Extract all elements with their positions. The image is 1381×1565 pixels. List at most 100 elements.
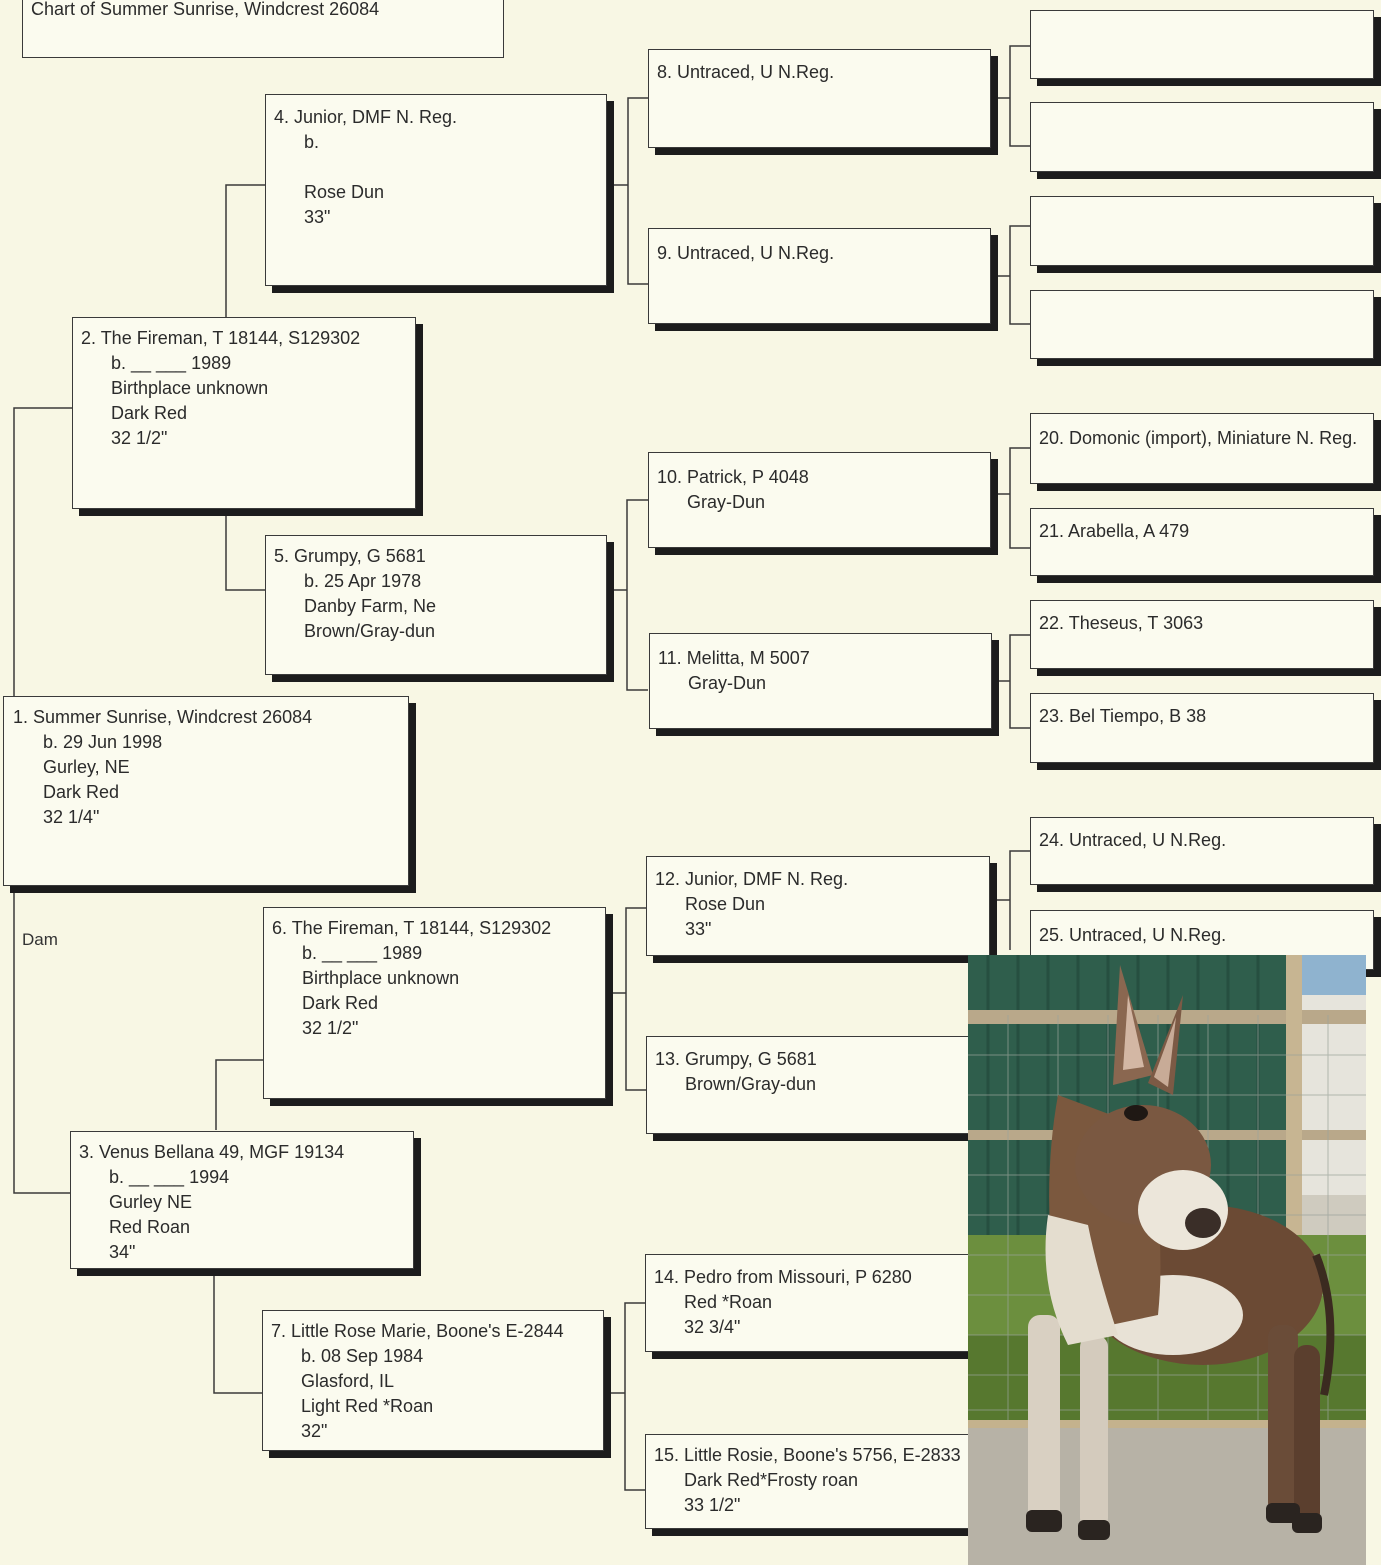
box-15-name: 15. Little Rosie, Boone's 5756, E-2833 — [654, 1445, 961, 1465]
box-4-height: 33" — [304, 207, 331, 227]
pedigree-box-16 — [1030, 10, 1374, 79]
box-2-place: Birthplace unknown — [111, 378, 269, 398]
pedigree-box-2: 2. The Fireman, T 18144, S129302 b. __ _… — [72, 317, 416, 509]
pedigree-box-23: 23. Bel Tiempo, B 38 — [1030, 693, 1374, 763]
box-5-color: Brown/Gray-dun — [304, 621, 436, 641]
box-3-height: 34" — [109, 1242, 136, 1262]
connector-2-4 — [225, 184, 265, 317]
box-8-name: 8. Untraced, U N.Reg. — [657, 62, 835, 82]
box-3-name: 3. Venus Bellana 49, MGF 19134 — [79, 1142, 345, 1162]
box-7-place: Glasford, IL — [301, 1371, 395, 1391]
box-2-name: 2. The Fireman, T 18144, S129302 — [81, 328, 361, 348]
box-14-name: 14. Pedro from Missouri, P 6280 — [654, 1267, 912, 1287]
dam-label: Dam — [22, 930, 58, 949]
connector-11-22-23 — [1009, 634, 1030, 729]
box-10-color: Gray-Dun — [687, 492, 766, 512]
box-11-name: 11. Melitta, M 5007 — [658, 648, 810, 668]
connector-1-2 — [13, 407, 72, 697]
box-1-name: 1. Summer Sunrise, Windcrest 26084 — [13, 707, 313, 727]
box-12-name: 12. Junior, DMF N. Reg. — [655, 869, 849, 889]
box-1-height: 32 1/4" — [43, 807, 100, 827]
pedigree-box-18 — [1030, 196, 1374, 266]
pedigree-box-5: 5. Grumpy, G 5681 b. 25 Apr 1978 Danby F… — [265, 535, 607, 675]
connector-8-16-17 — [1009, 45, 1030, 147]
connector-3-6 — [215, 1059, 263, 1130]
box-14-color: Red *Roan — [684, 1292, 773, 1312]
box-1-place: Gurley, NE — [43, 757, 130, 777]
box-11-color: Gray-Dun — [688, 673, 767, 693]
box-2-height: 32 1/2" — [111, 428, 168, 448]
box-22-name: 22. Theseus, T 3063 — [1039, 613, 1204, 633]
pedigree-box-1: 1. Summer Sunrise, Windcrest 26084 b. 29… — [3, 696, 409, 886]
box-1-color: Dark Red — [43, 782, 120, 802]
connector-4-8-9 — [627, 97, 648, 285]
box-25-name: 25. Untraced, U N.Reg. — [1039, 925, 1227, 945]
donkey-photo — [968, 955, 1366, 1565]
pedigree-box-3: 3. Venus Bellana 49, MGF 19134 b. __ ___… — [70, 1131, 414, 1269]
box-6-place: Birthplace unknown — [302, 968, 460, 988]
box-5-place: Danby Farm, Ne — [304, 596, 437, 616]
pedigree-box-15: 15. Little Rosie, Boone's 5756, E-2833 D… — [645, 1434, 989, 1529]
pedigree-box-8: 8. Untraced, U N.Reg. — [648, 49, 991, 148]
box-21-name: 21. Arabella, A 479 — [1039, 521, 1190, 541]
box-13-color: Brown/Gray-dun — [685, 1074, 817, 1094]
chart-title-line2: Summer Sunrise, Windcrest 26084 — [100, 0, 380, 19]
connector-6-12-13 — [625, 907, 646, 1091]
box-5-birth: b. 25 Apr 1978 — [304, 571, 422, 591]
pedigree-box-22: 22. Theseus, T 3063 — [1030, 600, 1374, 669]
pedigree-box-21: 21. Arabella, A 479 — [1030, 508, 1374, 576]
box-7-height: 32" — [301, 1421, 328, 1441]
box-4-birth: b. — [304, 132, 320, 152]
box-5-name: 5. Grumpy, G 5681 — [274, 546, 426, 566]
box-6-color: Dark Red — [302, 993, 379, 1013]
box-9-name: 9. Untraced, U N.Reg. — [657, 243, 835, 263]
box-7-color: Light Red *Roan — [301, 1396, 434, 1416]
pedigree-box-7: 7. Little Rose Marie, Boone's E-2844 b. … — [262, 1310, 604, 1451]
connector-3-7 — [213, 1270, 262, 1394]
pedigree-box-19 — [1030, 290, 1374, 359]
connector-5-10-11 — [626, 499, 648, 691]
pedigree-box-6: 6. The Fireman, T 18144, S129302 b. __ _… — [263, 907, 606, 1099]
pedigree-box-11: 11. Melitta, M 5007 Gray-Dun — [649, 633, 992, 729]
box-6-name: 6. The Fireman, T 18144, S129302 — [272, 918, 552, 938]
box-15-color: Dark Red*Frosty roan — [684, 1470, 859, 1490]
box-4-color: Rose Dun — [304, 182, 385, 202]
chart-title-box: Chart of Summer Sunrise, Windcrest 26084 — [22, 0, 504, 58]
pedigree-box-14: 14. Pedro from Missouri, P 6280 Red *Roa… — [645, 1254, 989, 1352]
box-2-color: Dark Red — [111, 403, 188, 423]
box-2-birth: b. __ ___ 1989 — [111, 353, 232, 373]
connector-12-24-25 — [1009, 850, 1030, 950]
box-24-name: 24. Untraced, U N.Reg. — [1039, 830, 1227, 850]
pedigree-box-17 — [1030, 102, 1374, 172]
box-4-place — [274, 155, 596, 180]
box-3-place: Gurley NE — [109, 1192, 193, 1212]
box-1-birth: b. 29 Jun 1998 — [43, 732, 163, 752]
box-7-name: 7. Little Rose Marie, Boone's E-2844 — [271, 1321, 564, 1341]
box-10-name: 10. Patrick, P 4048 — [657, 467, 809, 487]
box-12-color: Rose Dun — [685, 894, 766, 914]
pedigree-box-10: 10. Patrick, P 4048 Gray-Dun — [648, 452, 991, 548]
connector-2-5 — [225, 510, 265, 591]
box-14-height: 32 3/4" — [684, 1317, 741, 1337]
pedigree-box-4: 4. Junior, DMF N. Reg. b. Rose Dun 33" — [265, 94, 607, 286]
chart-title-line1: Chart of — [31, 0, 96, 19]
box-20-name: 20. Domonic (import), Miniature N. Reg. — [1039, 428, 1358, 448]
box-13-name: 13. Grumpy, G 5681 — [655, 1049, 817, 1069]
box-6-birth: b. __ ___ 1989 — [302, 943, 423, 963]
connector-7-14-15 — [624, 1302, 645, 1491]
box-3-birth: b. __ ___ 1994 — [109, 1167, 230, 1187]
box-15-height: 33 1/2" — [684, 1495, 741, 1515]
pedigree-box-9: 9. Untraced, U N.Reg. — [648, 228, 991, 324]
pedigree-box-12: 12. Junior, DMF N. Reg. Rose Dun 33" — [646, 856, 990, 956]
donkey-photo-illustration — [968, 955, 1366, 1565]
box-3-color: Red Roan — [109, 1217, 191, 1237]
pedigree-box-13: 13. Grumpy, G 5681 Brown/Gray-dun — [646, 1036, 990, 1134]
box-6-height: 32 1/2" — [302, 1018, 359, 1038]
box-12-height: 33" — [685, 919, 712, 939]
connector-9-18-19 — [1009, 225, 1030, 325]
box-7-birth: b. 08 Sep 1984 — [301, 1346, 424, 1366]
pedigree-box-24: 24. Untraced, U N.Reg. — [1030, 817, 1374, 885]
connector-10-20-21 — [1009, 447, 1030, 549]
box-23-name: 23. Bel Tiempo, B 38 — [1039, 706, 1207, 726]
